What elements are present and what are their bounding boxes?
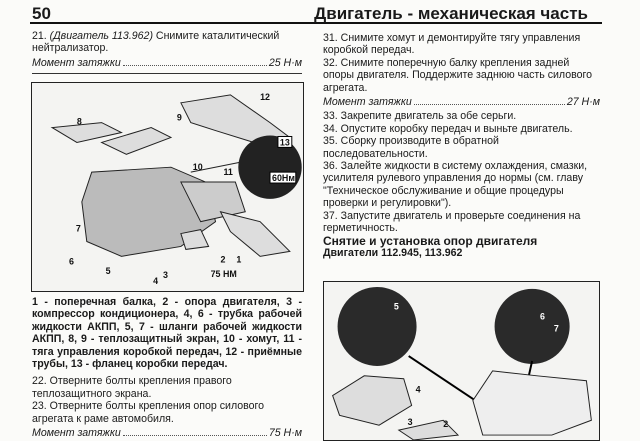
label-2: 2 <box>220 254 225 264</box>
step-36: 36. Залейте жидкости в систему охлаждени… <box>323 160 588 210</box>
label-4: 4 <box>416 385 421 395</box>
divider <box>32 73 302 75</box>
engine-cover <box>332 375 413 426</box>
label-3: 3 <box>408 417 413 427</box>
section-subtitle: Двигатели 112.945, 113.962 <box>323 246 463 259</box>
label-9: 9 <box>177 113 182 123</box>
torque-label-60: 60Нм <box>272 173 295 183</box>
mount-part <box>397 419 460 440</box>
left-column-bottom: 1 - поперечная балка, 2 - опора двигател… <box>32 296 302 441</box>
label-12: 12 <box>260 92 270 102</box>
step-23: 23. Отверните болты крепления опор силов… <box>32 400 265 425</box>
section-title: Снятие и установка опор двигателя <box>323 233 538 248</box>
torque-label: Момент затяжки <box>32 427 121 440</box>
label-7: 7 <box>554 323 559 333</box>
engine-exploded-figure: 60Нм 13 75 НМ 1 2 3 4 5 6 7 8 9 10 11 12 <box>31 82 304 292</box>
label-10: 10 <box>193 162 203 172</box>
torque-value: 75 Н·м <box>268 427 302 440</box>
label-4: 4 <box>153 276 158 286</box>
left-column-top: 21. (Двигатель 113.962) Снимите каталити… <box>32 30 302 75</box>
engine-note: (Двигатель 113.962) <box>49 30 153 42</box>
vehicle-diagram: 5 6 7 4 3 2 <box>332 286 592 440</box>
label-8: 8 <box>77 117 82 127</box>
label-1: 1 <box>236 254 241 264</box>
vehicle <box>472 370 592 436</box>
label-5: 5 <box>106 266 111 276</box>
step-text: Снимите каталитический нейтрализатор. <box>32 30 280 55</box>
step-31: 31. Снимите хомут и демонтируйте тягу уп… <box>323 32 581 57</box>
engine-mounts-figure: 5 6 7 4 3 2 <box>323 281 600 441</box>
page-title: Двигатель - механическая часть <box>314 4 588 23</box>
label-2: 2 <box>443 419 448 429</box>
step-35: 35. Сборку производите в обратной послед… <box>323 135 499 160</box>
step-34: 34. Опустите коробку передач и выньте дв… <box>323 122 573 135</box>
step-22: 22. Отверните болты крепления правого те… <box>32 375 232 400</box>
detail-circle-right <box>494 288 570 364</box>
label-3: 3 <box>163 270 168 280</box>
torque-value: 25 Н·м <box>268 56 302 69</box>
label-13: 13 <box>280 137 290 147</box>
page-header: 50 Двигатель - механическая часть <box>30 2 602 24</box>
torque-value: 27 Н·м <box>566 96 600 109</box>
step-33: 33. Закрепите двигатель за обе серьги. <box>323 110 517 123</box>
torque-spec: Момент затяжки 27 Н·м <box>323 96 600 108</box>
label-11: 11 <box>223 167 232 177</box>
step-37: 37. Запустите двигатель и проверьте соед… <box>323 209 581 235</box>
torque-label-75: 75 НМ <box>211 269 237 279</box>
engine-mount <box>180 229 210 250</box>
heat-shield-9 <box>100 127 173 155</box>
transmission <box>180 181 246 223</box>
label-5: 5 <box>394 302 399 312</box>
heat-shield-8 <box>50 122 123 143</box>
label-6: 6 <box>540 312 545 322</box>
torque-spec: Момент затяжки 25 Н·м <box>32 57 302 69</box>
torque-spec: Момент затяжки 75 Н·м <box>32 427 302 439</box>
step-32: 32. Снимите поперечную балку крепления з… <box>323 56 593 94</box>
figure-caption: 1 - поперечная балка, 2 - опора двигател… <box>32 296 302 371</box>
detail-circle-left <box>337 286 417 366</box>
page-number: 50 <box>32 4 51 23</box>
crossmember <box>219 211 291 257</box>
step-number: 21. <box>32 30 50 42</box>
label-7: 7 <box>76 224 81 234</box>
right-column: 31. Снимите хомут и демонтируйте тягу уп… <box>323 32 600 259</box>
torque-label: Момент затяжки <box>323 96 412 109</box>
torque-label: Момент затяжки <box>32 56 121 69</box>
step-21: 21. (Двигатель 113.962) Снимите каталити… <box>32 30 302 55</box>
engine-diagram: 60Нм 13 75 НМ 1 2 3 4 5 6 7 8 9 10 11 12 <box>50 92 302 286</box>
label-6: 6 <box>69 256 74 266</box>
